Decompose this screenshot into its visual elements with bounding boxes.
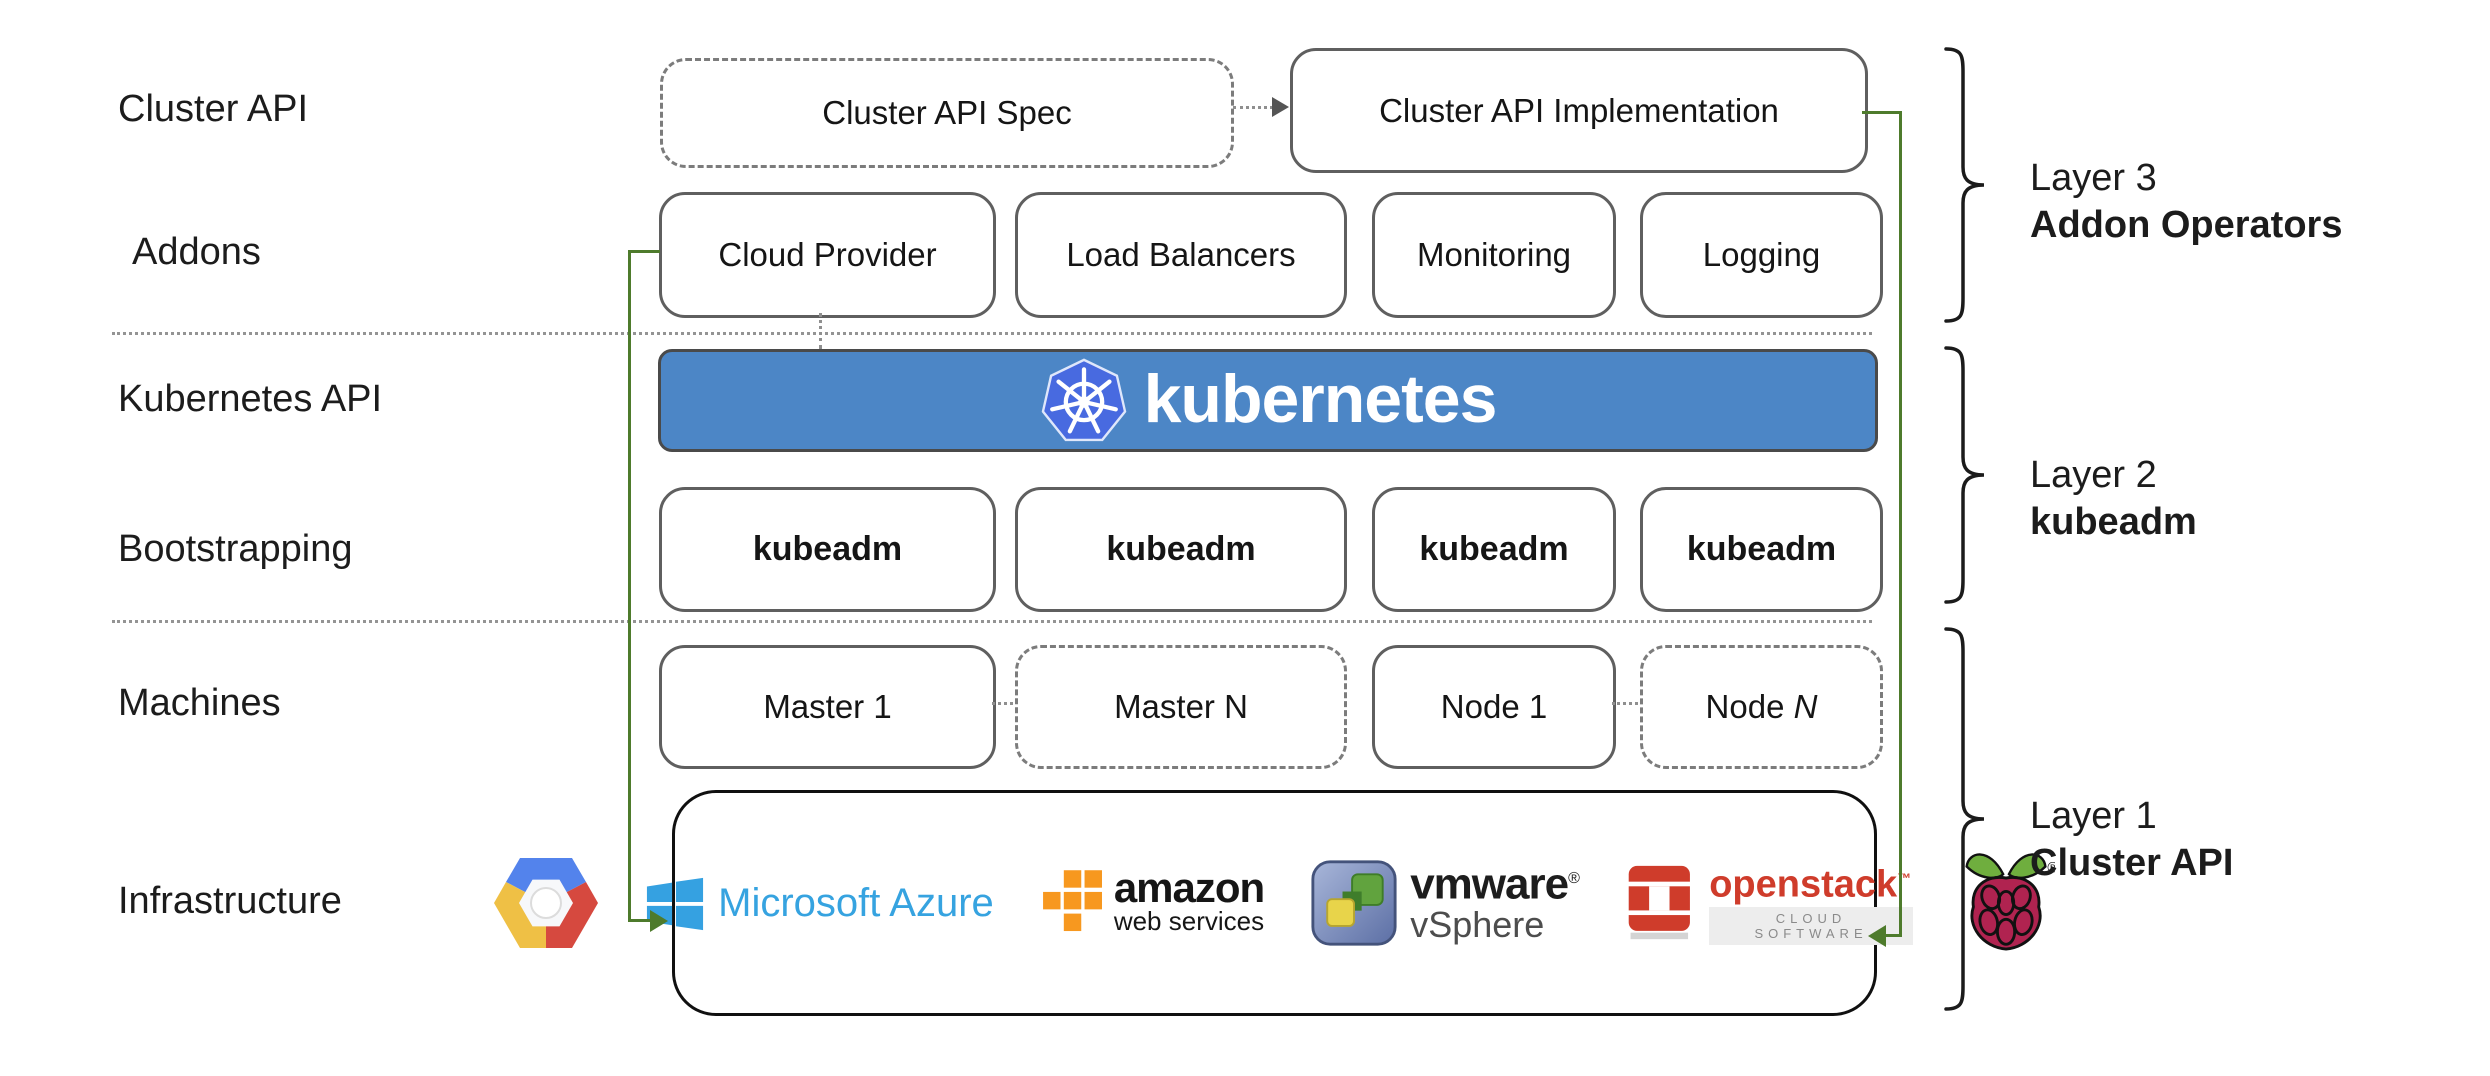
kubernetes-banner: kubernetes <box>658 349 1878 452</box>
svg-text:®: ® <box>2047 860 2055 876</box>
kubeadm-box-4: kubeadm <box>1640 487 1883 612</box>
layer-1-brace-icon <box>1944 627 1985 1011</box>
separator-bootstrapping-machines <box>112 620 1872 623</box>
layer-2-title: Layer 2 <box>2030 454 2157 496</box>
kubeadm-label: kubeadm <box>752 530 903 568</box>
openstack-logo: openstack™ CLOUD SOFTWARE <box>1624 861 1913 946</box>
addon-label: Logging <box>1702 236 1821 273</box>
green-connector-right-horizontal <box>1886 934 1902 937</box>
openstack-wordmark: openstack™ <box>1709 863 1912 906</box>
infrastructure-box: Microsoft Azure amazon web services <box>494 790 2055 1016</box>
machine-box-node-n: Node N <box>1640 645 1883 769</box>
vmware-vsphere-logo: vmware® vSphere <box>1310 859 1580 947</box>
vsphere-icon <box>1311 860 1397 946</box>
layer-1-label: Layer 1 Cluster API <box>2030 793 2233 887</box>
layer-1-title: Layer 1 <box>2030 795 2157 837</box>
aws-cubes-icon <box>1040 867 1105 934</box>
amazon-wordmark: amazon <box>1113 863 1265 911</box>
row-label-machines: Machines <box>118 682 281 724</box>
kubeadm-label: kubeadm <box>1106 530 1256 568</box>
openstack-cube-icon <box>1624 865 1696 940</box>
kubeadm-box-1: kubeadm <box>659 487 996 612</box>
addon-box-monitoring: Monitoring <box>1372 192 1616 318</box>
kubeadm-box-3: kubeadm <box>1372 487 1616 612</box>
green-connector-left-stub <box>628 250 660 253</box>
row-label-addons: Addons <box>132 231 261 273</box>
machine-box-master-1: Master 1 <box>659 645 996 769</box>
cluster-api-implementation-box: Cluster API Implementation <box>1290 48 1868 173</box>
web-services-text: web services <box>1113 905 1265 936</box>
master1-to-mastern-dotted-line <box>992 702 1013 705</box>
aws-logo: amazon web services <box>1040 863 1265 939</box>
machine-box-master-n: Master N <box>1015 645 1347 769</box>
green-connector-left-horizontal <box>628 919 652 922</box>
green-connector-right-stub <box>1862 111 1902 114</box>
addon-box-cloud-provider: Cloud Provider <box>659 192 996 318</box>
addon-box-load-balancers: Load Balancers <box>1015 192 1347 318</box>
kubeadm-box-2: kubeadm <box>1015 487 1347 612</box>
vmware-wordmark: vmware® <box>1410 859 1580 909</box>
machine-label: Node N <box>1705 688 1818 725</box>
kubernetes-wordmark: kubernetes <box>1143 360 1498 437</box>
green-connector-left-vertical <box>628 250 631 922</box>
spec-to-implementation-arrowhead-icon <box>1272 97 1289 117</box>
green-arrowhead-into-infrastructure-right-icon <box>1868 925 1886 947</box>
green-connector-right-vertical <box>1899 111 1902 937</box>
google-cloud-logo-icon <box>494 857 599 949</box>
vsphere-text: vSphere <box>1410 903 1545 945</box>
kubernetes-logo-icon <box>1040 357 1128 445</box>
layer-2-brace-icon <box>1944 346 1985 604</box>
row-label-bootstrapping: Bootstrapping <box>118 528 353 570</box>
addon-label: Monitoring <box>1416 236 1572 273</box>
addon-label: Load Balancers <box>1066 236 1296 273</box>
machine-box-node-1: Node 1 <box>1372 645 1616 769</box>
layer-3-title: Layer 3 <box>2030 157 2157 199</box>
addon-box-logging: Logging <box>1640 192 1883 318</box>
machine-label: Master 1 <box>763 688 892 725</box>
green-arrowhead-into-infrastructure-left-icon <box>650 910 668 932</box>
kubeadm-label: kubeadm <box>1419 530 1569 568</box>
machine-label: Node 1 <box>1440 688 1548 725</box>
raspberry-pi-logo-icon: ® <box>1959 843 2055 963</box>
layer-1-subtitle: Cluster API <box>2030 842 2234 884</box>
layer-3-subtitle: Addon Operators <box>2030 204 2343 246</box>
microsoft-azure-logo: Microsoft Azure <box>644 873 994 933</box>
cluster-api-spec-box: Cluster API Spec <box>660 58 1234 168</box>
spec-to-implementation-dotted-line <box>1233 106 1273 109</box>
layer-3-brace-icon <box>1944 47 1985 323</box>
cluster-api-spec-label: Cluster API Spec <box>822 94 1072 131</box>
row-label-kubernetes-api: Kubernetes API <box>118 378 383 420</box>
azure-wordmark: Microsoft Azure <box>718 880 994 925</box>
cluster-api-implementation-label: Cluster API Implementation <box>1379 91 1779 129</box>
row-label-infrastructure: Infrastructure <box>118 880 342 922</box>
kubeadm-label: kubeadm <box>1686 530 1837 568</box>
cloud-provider-to-kubernetes-dotted-line <box>819 313 822 349</box>
addon-label: Cloud Provider <box>718 236 937 273</box>
layer-3-label: Layer 3 Addon Operators <box>2030 155 2342 249</box>
row-label-cluster-api: Cluster API <box>118 88 309 130</box>
layer-2-label: Layer 2 kubeadm <box>2030 452 2197 546</box>
separator-addons-kubernetes <box>112 332 1872 335</box>
layer-2-subtitle: kubeadm <box>2030 501 2197 543</box>
machine-label: Master N <box>1114 688 1248 725</box>
node1-to-noden-dotted-line <box>1612 702 1638 705</box>
